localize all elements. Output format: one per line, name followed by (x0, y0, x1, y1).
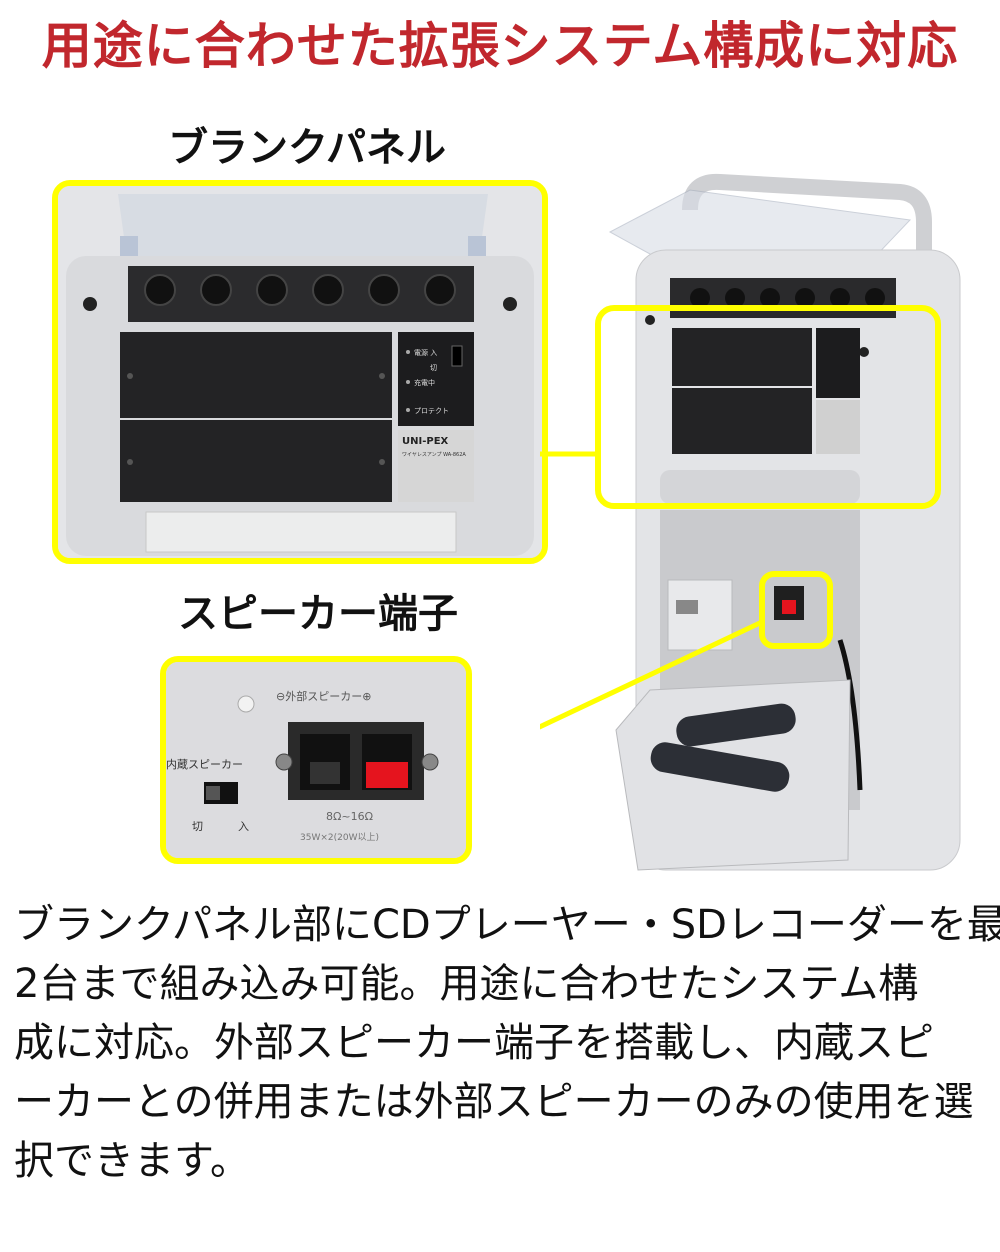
switch-off-text: 切 (192, 820, 203, 833)
switch-on-text: 入 (238, 820, 249, 833)
speaker-terminal-label: スピーカー端子 (178, 591, 458, 637)
charging-label: 充電中 (414, 378, 435, 387)
brand-label: UNI-PEX (402, 436, 449, 447)
model-label: ワイヤレスアンプ WA-862A (402, 452, 466, 458)
device-illustration (540, 173, 961, 871)
blank-panel-label: ブランクパネル (168, 125, 446, 171)
external-speaker-text: ⊖外部スピーカー⊕ (276, 689, 371, 703)
description-line: ーカーとの併用または外部スピーカーのみの使用を選 (14, 1079, 974, 1125)
description-line: ブランクパネル部にCDプレーヤー・SDレコーダーを最大 (14, 902, 1000, 948)
description-line: 成に対応。外部スピーカー端子を搭載し、内蔵スピ (14, 1020, 934, 1066)
speaker-terminal-illustration: ⊖外部スピーカー⊕ 8Ω~16Ω 35W×2(20W以上) 内蔵スピーカー 切 … (166, 662, 466, 858)
protect-label: プロテクト (414, 407, 449, 415)
internal-speaker-text: 内蔵スピーカー (166, 757, 243, 771)
spec-text: 35W×2(20W以上) (300, 832, 379, 843)
off-label: 切 (430, 364, 437, 372)
description-line: 択できます。 (14, 1138, 250, 1184)
page-title: 用途に合わせた拡張システム構成に対応 (41, 17, 959, 75)
speaker-terminal-zoom: ⊖外部スピーカー⊕ 8Ω~16Ω 35W×2(20W以上) 内蔵スピーカー 切 … (160, 656, 472, 864)
blank-panel-zoom: 電源 入 切 充電中 プロテクト UNI-PEX ワイヤレスアンプ WA-862… (52, 180, 548, 564)
description-line: 2台まで組み込み可能。用途に合わせたシステム構 (14, 961, 919, 1007)
impedance-text: 8Ω~16Ω (326, 810, 373, 823)
blank-panel-illustration: 電源 入 切 充電中 プロテクト UNI-PEX ワイヤレスアンプ WA-862… (58, 186, 542, 558)
description: ブランクパネル部にCDプレーヤー・SDレコーダーを最大 2台まで組み込み可能。用… (14, 896, 1000, 1191)
power-label: 電源 入 (414, 348, 437, 357)
